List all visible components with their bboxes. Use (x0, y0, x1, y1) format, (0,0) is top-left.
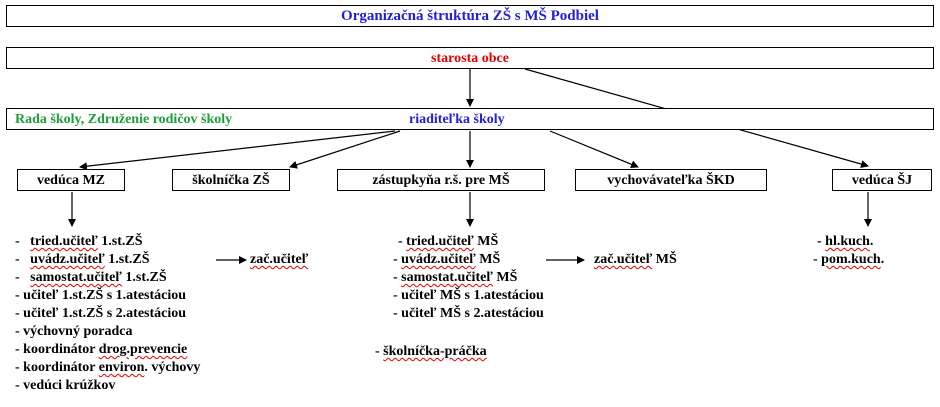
left-item-2-a: uvádz.učiteľ (30, 252, 105, 267)
arrow-director-skd (549, 130, 639, 169)
title-box: Organizačná štruktúra ZŠ s MŠ Podbiel (6, 5, 934, 27)
right-item-1-pre: - (817, 234, 826, 249)
left-item-3-b: 1.st.ZŠ (121, 270, 167, 285)
left-item-4: - učiteľ 1.st.ZŠ s 1.atestáciou (15, 288, 187, 303)
left-item-2: - uvádz.učiteľ 1.st.ZŠ (15, 252, 150, 268)
mid-item-4: - učiteľ MŠ s 1.atestáciou (393, 288, 544, 303)
mayor-box: starosta obce (6, 47, 934, 69)
right-item-2-b: . (880, 252, 885, 267)
left-item-3-dash: - (15, 270, 20, 285)
left-item-9: - vedúci krúžkov (15, 378, 116, 393)
left-item-8-pre: - koordinátor (15, 360, 99, 375)
mid-item-1-b: MŠ (473, 234, 499, 249)
left-item-6: - výchovný poradca (15, 324, 133, 339)
mid-item-3: - samostat.učiteľ MŠ (393, 270, 517, 286)
mid-item-1: - tried.učiteľ MŠ (398, 234, 498, 250)
mid-item-6-a: školníčka-práčka (383, 344, 487, 359)
right-item-1: - hl.kuch. (817, 234, 873, 250)
mid-item-3-a: samostat.učiteľ (401, 270, 493, 285)
mid-item-3-b: MŠ (492, 270, 518, 285)
mid-item-6-pre: - (375, 344, 384, 359)
left-item-2-target: zač.učiteľ (250, 252, 308, 268)
page-title: Organizačná štruktúra ZŠ s MŠ Podbiel (341, 8, 599, 24)
janitor-label: školníčka ZŠ (192, 173, 270, 188)
left-item-1: - tried.učiteľ 1.st.ZŠ (15, 234, 143, 250)
left-item-2-dash: - (15, 252, 20, 267)
left-item-1-dash: - (15, 234, 20, 249)
left-item-8-b: . výchovy (144, 360, 201, 375)
janitor-box: školníčka ZŠ (172, 169, 290, 191)
mid-item-2: - uvádz.učiteľ MŠ (393, 252, 500, 268)
council-label: Rada školy, Združenie rodičov školy (15, 112, 233, 127)
skd-box: vychovávateľka ŠKD (575, 169, 767, 191)
right-item-2: - pom.kuch. (813, 252, 884, 268)
left-item-3: - samostat.učiteľ 1.st.ZŠ (15, 270, 167, 286)
mid-item-2-b: MŠ (475, 252, 501, 267)
left-item-7-a: drog.prevencie (98, 342, 188, 357)
director-label: riaditeľka školy (409, 112, 505, 127)
mid-item-2-target: zač.učiteľ MŠ (594, 252, 677, 268)
deputy-label: zástupkyňa r.š. pre MŠ (372, 173, 510, 188)
mz-head-box: vedúca MZ (17, 169, 125, 191)
mid-item-3-pre: - (393, 270, 402, 285)
mid-item-6: - školníčka-práčka (375, 344, 487, 360)
right-item-1-a: hl.kuch (825, 234, 870, 249)
right-item-1-b: . (869, 234, 874, 249)
left-item-1-a: tried.učiteľ (30, 234, 98, 249)
director-box: Rada školy, Združenie rodičov školy riad… (6, 108, 934, 130)
left-item-7-pre: - koordinátor (15, 342, 99, 357)
sj-head-label: vedúca ŠJ (851, 173, 913, 188)
right-item-2-a: pom.kuch (821, 252, 881, 267)
left-item-3-a: samostat.učiteľ (30, 270, 122, 285)
arrow-director-janitor (289, 130, 401, 169)
sj-head-box: vedúca ŠJ (832, 169, 932, 191)
mz-head-label: vedúca MZ (36, 173, 106, 188)
right-item-2-pre: - (813, 252, 822, 267)
skd-label: vychovávateľka ŠKD (607, 173, 735, 188)
mid-item-1-pre: - (398, 234, 407, 249)
left-item-1-b: 1.st.ZŠ (97, 234, 143, 249)
deputy-box: zástupkyňa r.š. pre MŠ (337, 169, 545, 191)
left-item-5: - učiteľ 1.st.ZŠ s 2.atestáciou (15, 306, 187, 321)
mid-item-5: - učiteľ MŠ s 2.atestáciou (393, 306, 544, 321)
mid-item-1-a: tried.učiteľ (406, 234, 474, 249)
mid-item-2-d: MŠ (652, 252, 677, 267)
left-item-2-c: zač.učiteľ (250, 252, 309, 267)
mayor-label: starosta obce (431, 51, 509, 66)
left-item-8-a: environ (98, 360, 145, 375)
left-item-2-b: 1.st.ZŠ (104, 252, 150, 267)
mid-item-2-pre: - (393, 252, 402, 267)
mid-item-2-c: zač.učiteľ (594, 252, 653, 267)
left-item-8: - koordinátor environ. výchovy (15, 360, 200, 376)
mid-item-2-a: uvádz.učiteľ (401, 252, 476, 267)
left-item-7: - koordinátor drog.prevencie (15, 342, 187, 358)
arrow-director-mz (79, 130, 396, 171)
